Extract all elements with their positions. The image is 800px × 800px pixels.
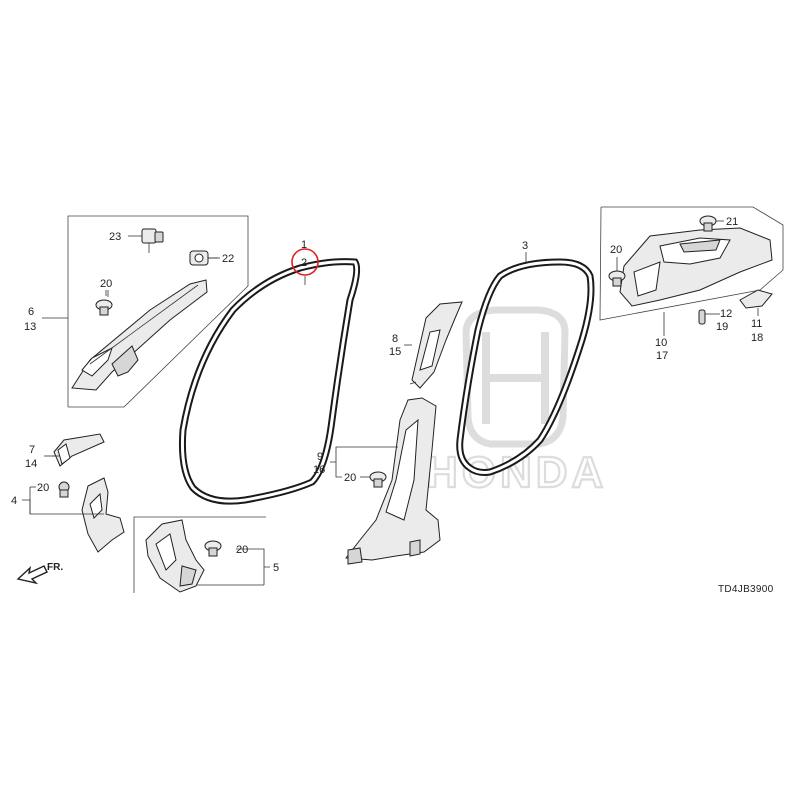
callout-20-center-pillar: 20: [344, 472, 356, 484]
side-panel-4: [58, 477, 125, 553]
clip-23: [128, 228, 164, 253]
front-label: FR.: [47, 562, 63, 573]
group-box-front-pillar: [67, 215, 249, 408]
rear-side-trim: [608, 215, 773, 325]
callout-21: 21: [726, 216, 738, 228]
callout-17: 17: [656, 350, 668, 362]
diagram-code: TD4JB3900: [718, 584, 774, 595]
callout-20-front-pillar: 20: [100, 278, 112, 290]
callout-2: 2: [301, 257, 307, 269]
callout-3: 3: [522, 240, 528, 252]
group-box-kick-panel: [133, 516, 266, 593]
callout-19: 19: [716, 321, 728, 333]
bracket-7-14: [52, 433, 105, 467]
watermark-text: HONDA: [426, 448, 607, 497]
callout-22: 22: [222, 253, 234, 265]
front-door-seal: [179, 258, 361, 505]
front-pillar-garnish: [71, 279, 208, 391]
kick-panel-5: [145, 519, 222, 593]
callout-20-rear-trim: 20: [610, 244, 622, 256]
callout-20-kick-panel: 20: [236, 544, 248, 556]
callout-11: 11: [751, 318, 762, 330]
callout-15: 15: [389, 346, 401, 358]
callout-14: 14: [25, 458, 37, 470]
leader-lines: [22, 220, 759, 586]
rear-door-seal: [456, 258, 595, 476]
callout-13: 13: [24, 321, 36, 333]
clip-20-front: [95, 290, 113, 316]
callout-labels: 1 2 3 4 5 6 7 8 9 10 11 12 13 14 15 16 1…: [11, 216, 763, 574]
center-pillar-lower: [345, 397, 441, 565]
callout-23: 23: [109, 231, 121, 243]
front-arrow-icon: [16, 565, 48, 585]
callout-4: 4: [11, 495, 17, 507]
callout-1: 1: [301, 239, 307, 251]
callout-6: 6: [28, 306, 34, 318]
callout-16: 16: [313, 464, 325, 476]
callout-10: 10: [655, 337, 667, 349]
center-pillar-upper: [409, 301, 463, 389]
callout-9: 9: [317, 451, 323, 463]
callout-18: 18: [751, 332, 763, 344]
callout-20-side-panel: 20: [37, 482, 49, 494]
highlight-ring: [291, 248, 319, 276]
group-boxes: [67, 206, 784, 593]
front-direction-indicator: FR.: [16, 562, 63, 585]
callout-8: 8: [392, 333, 398, 345]
callout-12: 12: [720, 308, 732, 320]
callout-5: 5: [273, 562, 279, 574]
callout-7: 7: [29, 444, 35, 456]
group-box-rear-trim: [599, 206, 784, 321]
watermark: HONDA: [425, 306, 607, 498]
